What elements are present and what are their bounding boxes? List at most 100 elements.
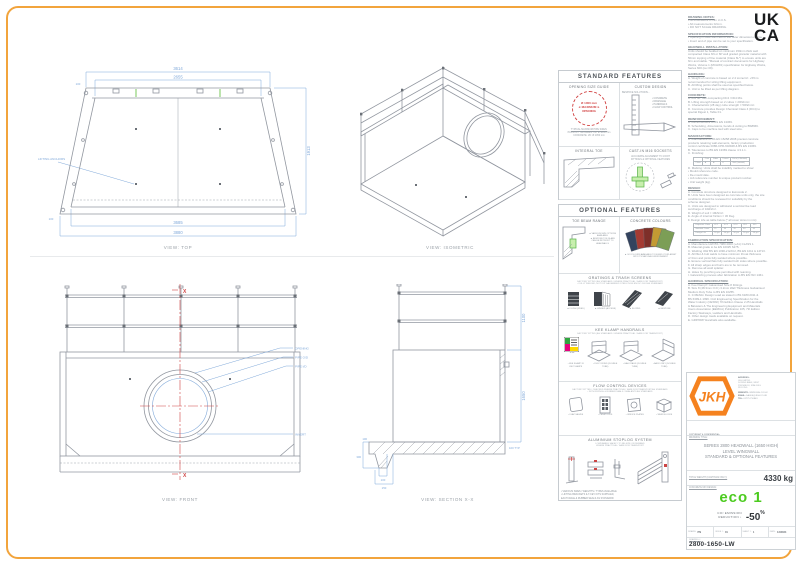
notes-line: B. Lifting strength based on 2 cubes = 2… <box>688 99 751 104</box>
section-base-slab <box>368 441 506 469</box>
notes-line: firm and stable. *Manual of contract doc… <box>688 59 765 64</box>
tel-value: 01775 710843 <box>743 397 758 400</box>
disclaimer-row: COPYRIGHT & CONFIDENTIAL: Information co… <box>687 421 795 436</box>
anchor-dot <box>229 378 231 380</box>
issue-label: ISSUE #: <box>715 531 724 533</box>
ukca-line1: UK <box>754 10 780 29</box>
stoplog-section: ALUMINIUM STOPLOG SYSTEM LOWERABLE SAFEL… <box>559 436 681 502</box>
notes-line: B. Size 8 (48.3mm O.D.) 3.2mm Wall Thick… <box>688 286 765 291</box>
notes-line: products retaining wall elements, factor… <box>688 140 754 145</box>
issue-field: ISSUE #:01 <box>714 527 742 537</box>
notes-line: & Balusters & The Engineering Equipment … <box>688 303 761 308</box>
dim-top-inner: 2655 <box>173 75 183 80</box>
notes-line: B. All lifting points shall be used as s… <box>688 83 754 88</box>
anchor-dot <box>465 196 467 198</box>
flow-control-sub1: FACTORY FITTED / CHECKED WHERE PRACTICAL… <box>572 388 668 391</box>
stoplog-bracket-sketch <box>613 458 626 479</box>
notes-line: Users Association (EEMUA) Publication 10… <box>688 307 760 312</box>
leader-invert-label: INVERT <box>295 433 306 437</box>
grating-sloped-icon <box>622 289 643 308</box>
total-weight-label: TOTAL WEIGHT (CASTINGS ONLY): <box>689 477 728 479</box>
notes-section-title: DESIGN: <box>688 186 701 191</box>
toe-beam-bullets: ▲ VARIOUS SIZE OPTIONS AVAILABLE▲ BESPOK… <box>589 225 616 265</box>
custom-design-bullets: • CONCRETE• DRAINAGE• HANDRAILS• FLOW CO… <box>652 97 673 110</box>
pipe-size-line: CONCRETE: I/D: Ø 1050 mm <box>573 133 605 137</box>
notes-line: C. Caps to be machine tied with steel wi… <box>688 127 743 132</box>
drawn-field: DRAWN:PN <box>687 527 715 537</box>
integral-toe-cell: INTEGRAL TOE <box>559 147 620 200</box>
anchor-dot <box>415 184 417 186</box>
kee-safety-logo <box>564 336 579 352</box>
gratings-sub2: • FULLY WELDED, HOT DIP GALVANISED STEEL… <box>577 283 663 286</box>
handrail-variant-2 <box>619 340 643 362</box>
drawing-title-line3: STANDARD & OPTIONAL FEATURES <box>704 454 778 460</box>
text-line: • FLOW CONTROL <box>652 106 673 110</box>
text-line: PE11 3ND <box>738 387 748 390</box>
notes-section-title: SPECIFICATION INFORMATION: <box>688 31 734 36</box>
notes-line: • Opening in back wall cast to suit oute… <box>688 35 763 40</box>
sheet-border <box>6 6 792 559</box>
drawing-title: SERIES 2800 HEADWALL (1650 HIGH) LEVEL W… <box>689 443 793 460</box>
tel-label: TEL: <box>738 397 743 400</box>
handrails-section: KEE KLAMP HANDRAILS FACTORY FITTED (AS S… <box>559 326 681 382</box>
text-line: ▲ HINGED (ACCESS) <box>594 308 616 311</box>
flow-control-section: FLOW CONTROL DEVICES FACTORY FITTED / CH… <box>559 382 681 436</box>
notes-section-title: FABRICATION SPECIFICATION: <box>688 237 734 242</box>
gratings-title: GRATINGS & TRASH SCREENS <box>588 276 652 280</box>
leader-pipe-od-label: PIPE O/D <box>295 356 309 360</box>
co2-reduction-value: -50% <box>746 507 765 525</box>
anchor-dot <box>129 378 131 380</box>
orifice-plate-icon <box>626 397 641 412</box>
optional-features-panel: OPTIONAL FEATURES TOE BEAM RANGE ▲ VARIO… <box>558 204 682 501</box>
sheet-label: SHEET #: <box>742 531 752 533</box>
total-weight-value: 4330 kg <box>763 473 793 483</box>
text-line: • FLAP VALVES <box>568 414 584 417</box>
flow-control-labels: • FLAP VALVES• PENSTOCKS• ORIFICE PLATES… <box>561 414 679 417</box>
notes-section-title: CONCRETE: <box>688 92 706 97</box>
max-opening-size: Ø 1000 mm <box>580 101 597 106</box>
optional-features-title: OPTIONAL FEATURES <box>559 205 681 217</box>
notes-line: D. Weight of soil = 19kN/m³. <box>688 210 725 215</box>
concrete-mix-row: CONCRETE MIX DESIGN: eco 1 CO² EMISSION … <box>687 486 795 527</box>
text-line: • VARIOUS SIZES / WEIGHTS / TYPES AVAILA… <box>561 490 617 494</box>
view-front-drawing: X X OPENING PIPE O/D PIPE I/D INVERT <box>59 284 310 480</box>
dim-wall-height: 1650 <box>521 391 526 401</box>
notes-line: Series 600 (rev 09). <box>688 66 714 71</box>
dim-toe-width: 100 <box>381 478 386 482</box>
revision-fields-row: DRAWN:PN ISSUE #:01 SHEET #:1 DATE:12/20… <box>687 527 795 538</box>
max-opening-word2: OPENING <box>582 108 596 113</box>
pipe-size-line: PLASTIC / TWINWALL: I/D: Ø 1050 mm <box>567 130 611 134</box>
notes-line: F. All sharp edges and burrs are to be r… <box>688 262 749 267</box>
custom-design-title: CUSTOM DESIGN <box>634 85 667 89</box>
dim-slab-edge: 100 <box>362 437 367 441</box>
lifting-anchor-points <box>135 128 221 185</box>
drawn-value: PN <box>697 530 702 534</box>
view-row-divider <box>30 256 554 257</box>
text-line: • PENSTOCKS <box>598 414 613 417</box>
view-front-label: VIEW: FRONT <box>161 497 199 502</box>
leader-lines <box>194 347 293 435</box>
notes-line: Factory Stairways, Ladders and Handrails… <box>688 310 743 315</box>
stoplog-title: ALUMINIUM STOPLOG SYSTEM <box>588 438 652 442</box>
dim-base-edge: 100 <box>49 217 54 221</box>
notes-line: B. Material grade to be EN 10025 S275. <box>688 245 740 250</box>
text-line: • HALF RAILS (DOUBLE TUBE) <box>623 363 647 368</box>
notes-line: • Unit weight (kg). <box>688 179 711 184</box>
standard-features-title: STANDARD FEATURES <box>559 71 681 83</box>
section-dimension-lines <box>362 285 522 485</box>
penstock-icon <box>599 396 610 413</box>
notes-line: G. Remove all weld splatter. <box>688 266 724 271</box>
notes-column: DRAWING NOTES:• All dimensions in mm U.O… <box>688 13 796 371</box>
kee-tube-size: Ø #8 <box>569 351 575 354</box>
section-wall-outline <box>392 349 510 443</box>
cast-in-sockets-cell: CAST-IN M16 SOCKETS ACCURATE ALIGNMENT T… <box>620 147 681 200</box>
stoplog-sub1: LOWERABLE SAFELY TO RE-SIZE ON DEMAND <box>595 442 645 445</box>
grating-hinged-icon <box>593 291 610 306</box>
colour-swatch-cards <box>624 226 675 252</box>
dim-wall-thickness: 100 TYP <box>509 446 520 450</box>
handrails-sub1: FACTORY FITTED (AS STANDARD / WHERE PRAC… <box>577 332 663 335</box>
concrete-colours-cell: CONCRETE COLOURS ▲ 34 COLOURS AVAILABLE … <box>620 217 681 273</box>
